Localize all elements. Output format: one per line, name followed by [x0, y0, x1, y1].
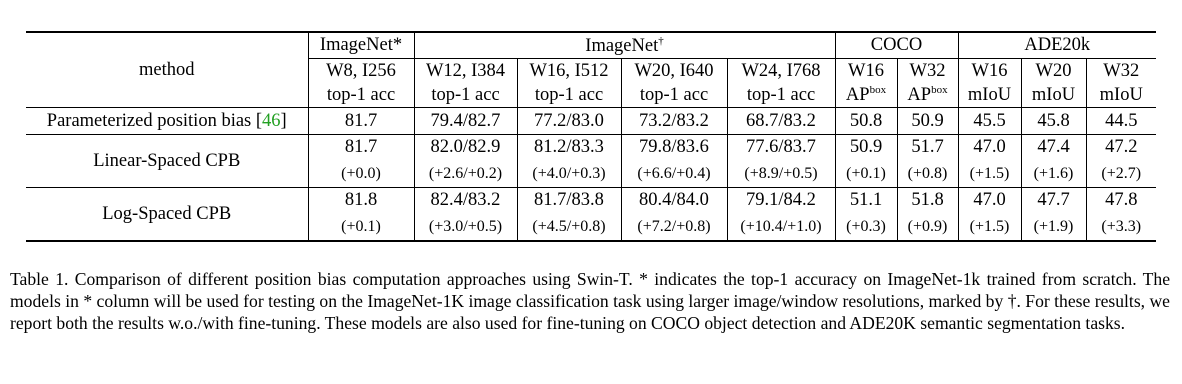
delta-cell: (+10.4/+1.0): [726, 213, 835, 242]
delta-cell: (+0.9): [896, 213, 958, 242]
table-cell: 45.5: [957, 107, 1021, 135]
subheader-line2: APbox: [896, 83, 958, 108]
table-cell: 51.8: [896, 187, 958, 213]
subheader-line2: top-1 acc: [726, 83, 835, 108]
subheader-line2: mIoU: [957, 83, 1021, 108]
table-cell: 44.5: [1085, 107, 1156, 135]
table-cell: 79.1/84.2: [726, 187, 835, 213]
subheader-line1: W32: [896, 58, 958, 83]
delta-cell: (+2.6/+0.2): [413, 160, 517, 188]
delta-cell: (+0.8): [896, 160, 958, 188]
table-cell: 47.2: [1085, 134, 1156, 160]
table-cell: 77.6/83.7: [726, 134, 835, 160]
imagenet-star-header: ImageNet*: [307, 31, 414, 59]
delta-cell: (+1.6): [1020, 160, 1086, 188]
delta-cell: (+0.0): [307, 160, 414, 188]
method-header: method: [26, 31, 308, 108]
subheader-line1: W20: [1020, 58, 1086, 83]
results-table: method ImageNet* ImageNet† COCO ADE20k W…: [26, 31, 1156, 242]
table-cell: 50.9: [834, 134, 897, 160]
table-cell: 47.0: [957, 134, 1021, 160]
table-cell: 45.8: [1020, 107, 1086, 135]
row-method: Linear-Spaced CPB: [26, 134, 308, 188]
box-superscript: box: [931, 84, 948, 97]
table-cell: 51.7: [896, 134, 958, 160]
imagenet-dagger-label: ImageNet: [585, 35, 659, 56]
method-text: Parameterized position bias [: [46, 110, 263, 131]
table-cell: 81.7: [307, 107, 414, 135]
subheader-line1: W32: [1085, 58, 1156, 83]
delta-cell: (+0.1): [307, 213, 414, 242]
coco-header: COCO: [834, 31, 958, 59]
row-method: Log-Spaced CPB: [26, 187, 308, 242]
subheader-line1: W16: [957, 58, 1021, 83]
subheader-line2: top-1 acc: [413, 83, 517, 108]
citation-link[interactable]: 46: [262, 110, 281, 131]
delta-cell: (+3.0/+0.5): [413, 213, 517, 242]
delta-cell: (+1.5): [957, 213, 1021, 242]
table-cell: 79.4/82.7: [413, 107, 517, 135]
table-cell: 82.0/82.9: [413, 134, 517, 160]
delta-cell: (+4.0/+0.3): [516, 160, 621, 188]
subheader-line2: top-1 acc: [516, 83, 621, 108]
subheader-line2: mIoU: [1020, 83, 1086, 108]
subheader-line2: mIoU: [1085, 83, 1156, 108]
table-cell: 80.4/84.0: [620, 187, 727, 213]
subheader-line1: W12, I384: [413, 58, 517, 83]
table-cell: 50.9: [896, 107, 958, 135]
subheader-line2: APbox: [834, 83, 897, 108]
table-cell: 79.8/83.6: [620, 134, 727, 160]
delta-cell: (+8.9/+0.5): [726, 160, 835, 188]
subheader-line1: W8, I256: [307, 58, 414, 83]
box-superscript: box: [869, 84, 887, 97]
table-cell: 50.8: [834, 107, 897, 135]
subheader-line2: top-1 acc: [307, 83, 414, 108]
table-cell: 81.8: [307, 187, 414, 213]
table-cell: 77.2/83.0: [516, 107, 621, 135]
table-cell: 51.1: [834, 187, 897, 213]
ade20k-header: ADE20k: [957, 31, 1156, 59]
ap-label: AP: [845, 85, 870, 106]
delta-cell: (+3.3): [1085, 213, 1156, 242]
delta-cell: (+7.2/+0.8): [620, 213, 727, 242]
method-text-end: ]: [280, 110, 287, 131]
table-cell: 68.7/83.2: [726, 107, 835, 135]
table-cell: 47.8: [1085, 187, 1156, 213]
table-cell: 47.7: [1020, 187, 1086, 213]
ap-label: AP: [907, 85, 932, 106]
table-cell: 73.2/83.2: [620, 107, 727, 135]
imagenet-dagger-header: ImageNet†: [413, 31, 835, 59]
table-cell: 47.0: [957, 187, 1021, 213]
table-cell: 81.7/83.8: [516, 187, 621, 213]
subheader-line1: W20, I640: [620, 58, 727, 83]
subheader-line2: top-1 acc: [620, 83, 727, 108]
table-cell: 81.7: [307, 134, 414, 160]
delta-cell: (+2.7): [1085, 160, 1156, 188]
delta-cell: (+0.1): [834, 160, 897, 188]
table-cell: 82.4/83.2: [413, 187, 517, 213]
delta-cell: (+4.5/+0.8): [516, 213, 621, 242]
subheader-line1: W24, I768: [726, 58, 835, 83]
delta-cell: (+1.9): [1020, 213, 1086, 242]
delta-cell: (+0.3): [834, 213, 897, 242]
table-caption: Table 1. Comparison of different positio…: [10, 269, 1170, 333]
delta-cell: (+1.5): [957, 160, 1021, 188]
subheader-line1: W16: [834, 58, 897, 83]
delta-cell: (+6.6/+0.4): [620, 160, 727, 188]
table-cell: 81.2/83.3: [516, 134, 621, 160]
table-cell: 47.4: [1020, 134, 1086, 160]
row-method: Parameterized position bias [46]: [26, 107, 308, 135]
subheader-line1: W16, I512: [516, 58, 621, 83]
dagger-mark: †: [658, 34, 664, 47]
